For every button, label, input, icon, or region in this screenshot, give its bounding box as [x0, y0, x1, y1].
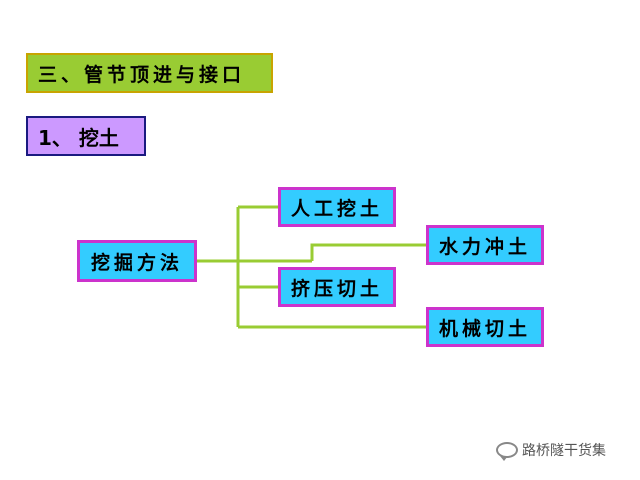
sub-title: 1、 挖土 — [26, 116, 146, 156]
node-root-excavation-method: 挖掘方法 — [77, 240, 197, 282]
wechat-icon — [496, 442, 518, 461]
watermark: 路桥隧干货集 — [496, 440, 606, 461]
node-manual-excavation: 人工挖土 — [278, 187, 396, 227]
section-title: 三、管节顶进与接口 — [26, 53, 273, 93]
node-mechanical-cutting: 机械切土 — [426, 307, 544, 347]
node-squeeze-cutting: 挤压切土 — [278, 267, 396, 307]
connector-c2 — [310, 243, 426, 261]
node-hydraulic-flushing: 水力冲土 — [426, 225, 544, 265]
watermark-text: 路桥隧干货集 — [522, 443, 606, 459]
